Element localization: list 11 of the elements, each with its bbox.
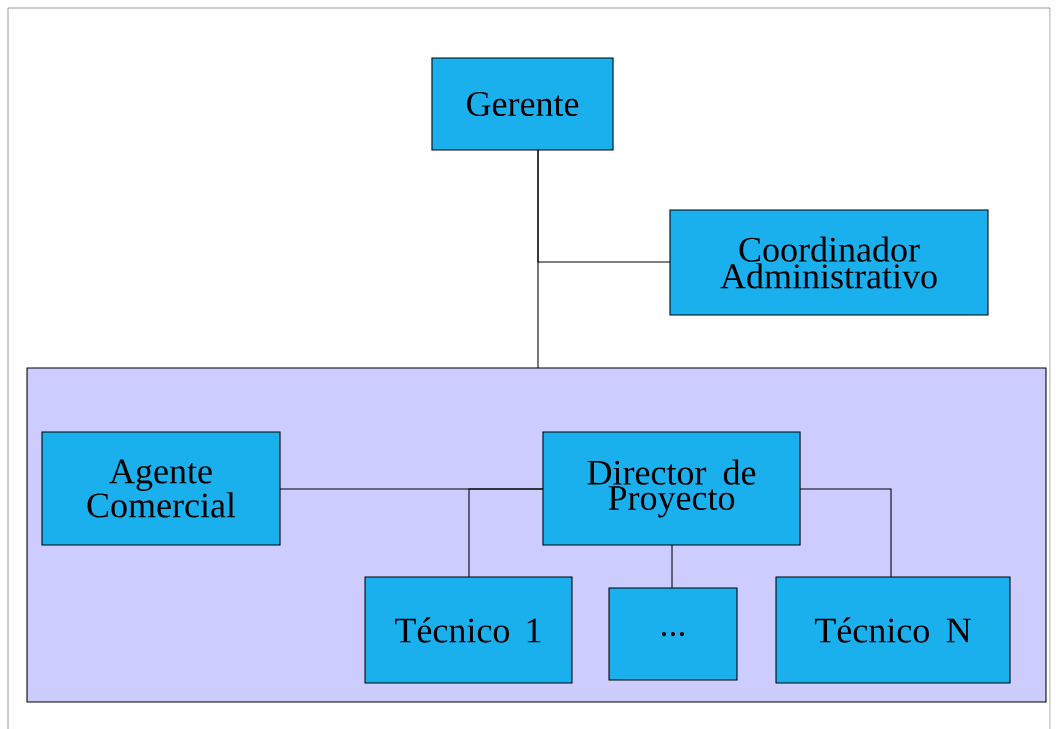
connector-line bbox=[799, 488, 892, 578]
org-box: Técnico 1 bbox=[364, 576, 573, 684]
org-box: Coordinador Administrativo bbox=[669, 209, 989, 316]
org-box: Gerente bbox=[431, 57, 614, 151]
connector-line bbox=[537, 149, 539, 369]
connector-line bbox=[468, 488, 544, 578]
connector-line bbox=[671, 544, 673, 589]
org-box: Técnico N bbox=[775, 576, 1011, 684]
org-box: ... bbox=[608, 587, 738, 681]
org-box: Agente Comercial bbox=[41, 431, 281, 546]
org-box: Director de Proyecto bbox=[542, 431, 801, 546]
